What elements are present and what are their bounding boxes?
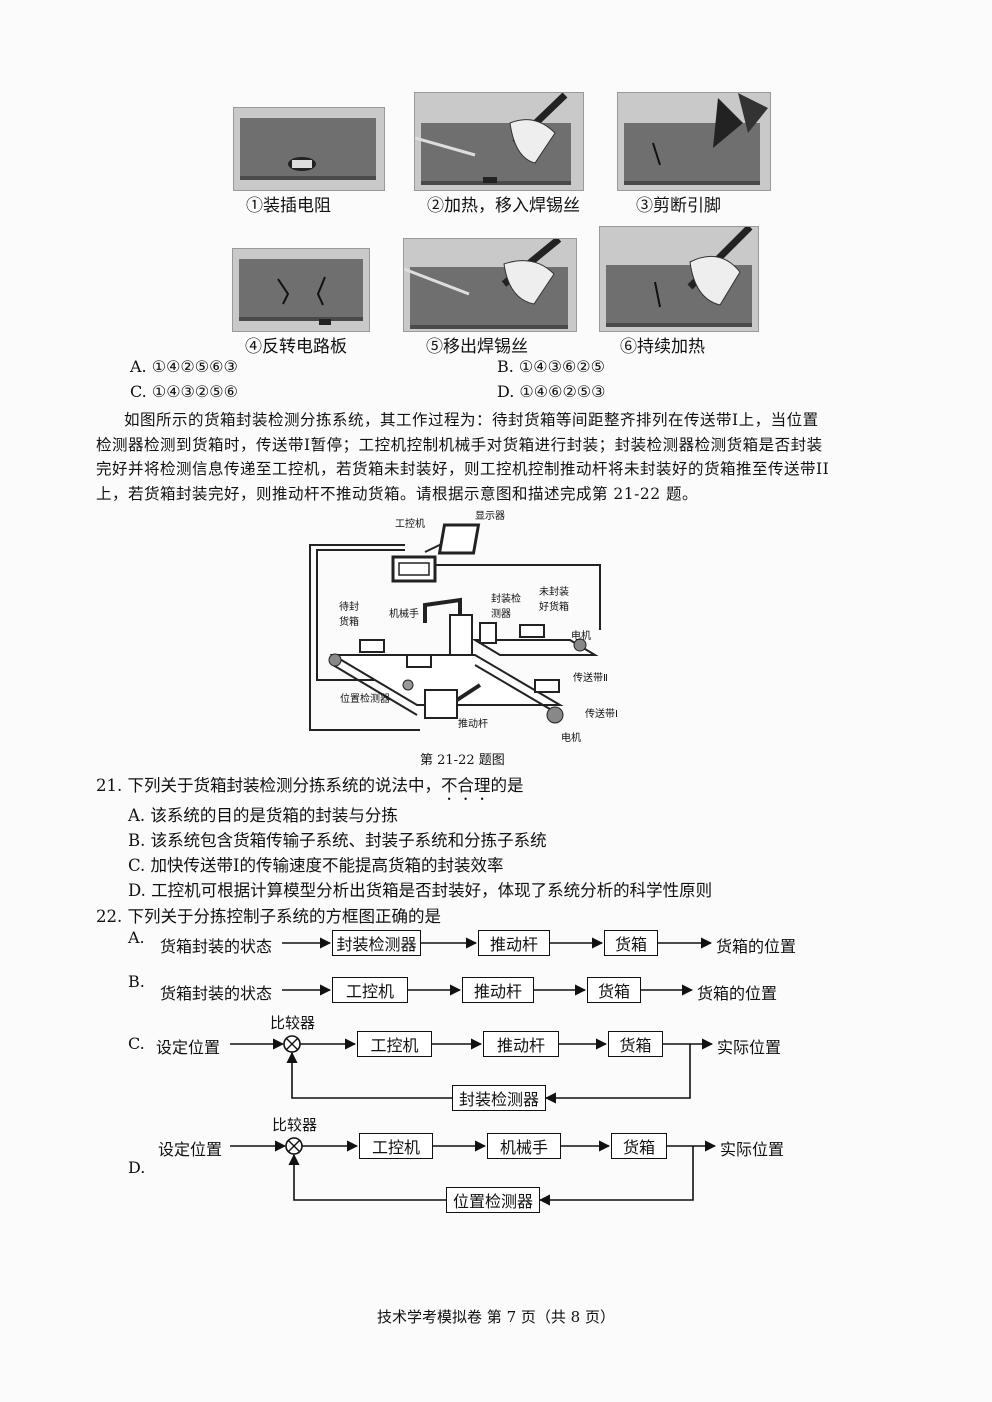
q22-c-block-1: 工控机 [357,1031,432,1057]
q22-b-letter[interactable]: B. [128,972,145,991]
q22-d-block-1: 工控机 [359,1133,433,1159]
label-position-detector: 位置检测器 [340,690,390,705]
step-4-caption: ④反转电路板 [245,332,347,357]
label-unsealed-box: 未封装好货箱 [539,583,575,613]
option-b[interactable]: B. ①④③⑥②⑤ [497,357,605,376]
step-1-caption: ①装插电阻 [246,191,331,216]
q22-a-block-1: 封装检测器 [332,930,421,956]
q22-a-input: 货箱封装的状态 [160,933,272,957]
q22-d-block-2: 机械手 [487,1133,561,1159]
keep-heating-photo [599,226,759,332]
option-d[interactable]: D. ①④⑥②⑤③ [497,382,606,401]
block-diagram-lines [0,920,992,1220]
label-belt-2: 传送带Ⅱ [573,669,608,684]
passage-line: 上，若货箱封装完好，则推动杆不推动货箱。请根据示意图和描述完成第 21-22 题… [96,482,916,507]
q21-number: 21. [96,776,122,795]
flip-board-photo [232,248,370,332]
q22-a-block-3: 货箱 [604,930,658,956]
passage: 如图所示的货箱封装检测分拣系统，其工作过程为：待封货箱等间距整齐排列在传送带Ⅰ上… [96,408,916,506]
conveyor-system-diagram: 工控机 显示器 封装检测器 未封装好货箱 待封货箱 机械手 电机 传送带Ⅱ 位置… [305,505,625,745]
q21-stem-emph: 不合理 [441,776,491,795]
resistor-insert-photo [233,107,385,191]
q22-b-block-1: 工控机 [332,977,408,1003]
q22-d-block-3: 货箱 [611,1133,667,1159]
q22-b-block-2: 推动杆 [462,977,534,1003]
step-5-caption: ⑤移出焊锡丝 [426,332,528,357]
q21-stem: 21. 下列关于货箱封装检测分拣系统的说法中，不合理的是 [96,772,524,804]
q21-option-d[interactable]: D. 工控机可根据计算模型分析出货箱是否封装好，体现了系统分析的科学性原则 [128,877,712,901]
step-3-caption: ③剪断引脚 [636,191,721,216]
q22-d-input: 设定位置 [158,1136,222,1160]
q22-b-block-3: 货箱 [587,977,641,1003]
diagram-caption: 第 21-22 题图 [420,749,505,768]
label-push-rod: 推动杆 [458,715,488,730]
remove-solder-photo [403,238,577,332]
q22-c-block-3: 货箱 [608,1031,663,1057]
q21-option-b[interactable]: B. 该系统包含货箱传输子系统、封装子系统和分拣子系统 [128,827,547,851]
q21-stem-post: 的是 [491,776,524,795]
step-2-caption: ②加热，移入焊锡丝 [427,191,580,216]
option-c[interactable]: C. ①④③②⑤⑥ [130,382,238,401]
q21-stem-pre: 下列关于货箱封装检测分拣系统的说法中， [128,776,442,795]
step-6-caption: ⑥持续加热 [620,332,705,357]
q21-option-c[interactable]: C. 加快传送带Ⅰ的传输速度不能提高货箱的封装效率 [128,852,504,876]
passage-line: 如图所示的货箱封装检测分拣系统，其工作过程为：待封货箱等间距整齐排列在传送带Ⅰ上… [96,408,916,433]
passage-line: 检测器检测到货箱时，传送带Ⅰ暂停；工控机控制机械手对货箱进行封装；封装检测器检测… [96,433,916,458]
label-to-seal-box: 待封货箱 [339,598,365,628]
q22-b-output: 货箱的位置 [697,980,777,1004]
label-seal-detector: 封装检测器 [491,590,523,620]
label-motor-top: 电机 [571,627,591,642]
q22-b-input: 货箱封装的状态 [160,980,272,1004]
cut-pins-photo [617,92,771,191]
q22-d-letter[interactable]: D. [128,1158,145,1177]
q22-a-block-2: 推动杆 [478,930,550,956]
label-controller: 工控机 [395,515,425,530]
q22-c-feedback: 封装检测器 [452,1085,546,1111]
q22-c-output: 实际位置 [717,1034,781,1058]
q22-c-comparator-label: 比较器 [270,1012,315,1033]
q22-d-comparator-label: 比较器 [272,1114,317,1135]
page-footer: 技术学考模拟卷 第 7 页（共 8 页） [0,1306,992,1327]
q22-a-output: 货箱的位置 [716,933,796,957]
heat-solder-photo [414,92,584,191]
label-belt-1: 传送带Ⅰ [585,705,618,720]
q21-option-a[interactable]: A. 该系统的目的是货箱的封装与分拣 [128,802,398,826]
q22-d-feedback: 位置检测器 [446,1187,540,1213]
passage-line: 完好并将检测信息传递至工控机，若货箱未封装好，则工控机控制推动杆将未封装好的货箱… [96,457,916,482]
q22-d-output: 实际位置 [720,1136,784,1160]
q22-c-block-2: 推动杆 [483,1031,559,1057]
q22-c-letter[interactable]: C. [128,1034,145,1053]
q22-c-input: 设定位置 [156,1034,220,1058]
label-robot-arm: 机械手 [389,605,419,620]
q22-a-letter[interactable]: A. [128,928,145,947]
option-a[interactable]: A. ①④②⑤⑥③ [130,357,238,376]
label-display: 显示器 [475,507,505,522]
label-motor-bottom: 电机 [561,729,581,744]
